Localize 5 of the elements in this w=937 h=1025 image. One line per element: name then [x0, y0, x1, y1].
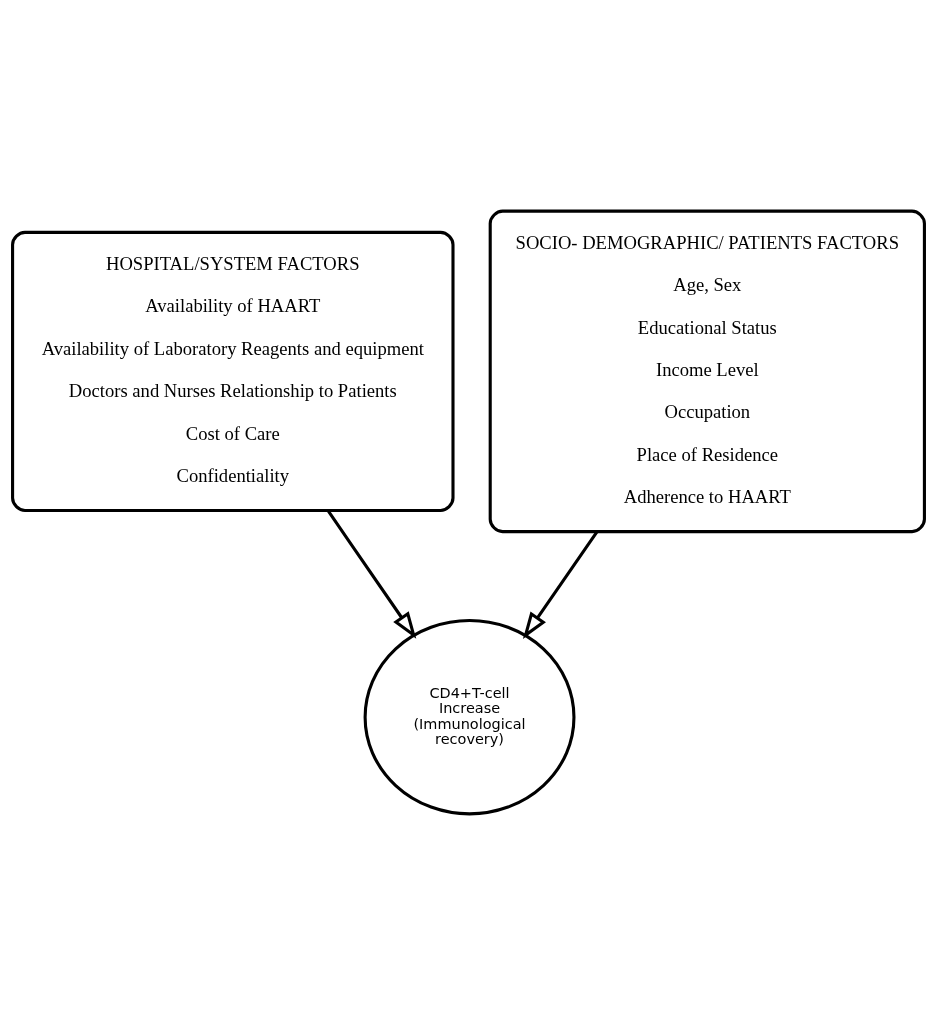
arrow — [326, 509, 417, 639]
node-box: SOCIO- DEMOGRAPHIC/ PATIENTS FACTORS Age, Sex Educational Status Income Level Occupation Place of Residence Adherence to HAART — [488, 209, 926, 534]
arrow — [522, 530, 599, 639]
node-circle: CD4+T-cell Increase (Immunological recovery) — [363, 619, 576, 816]
node-box: HOSPITAL/SYSTEM FACTORS Availability of HAART Availability of Laboratory Reagents and equipment Doctors and Nurses Relationship to Patients Cost of Care Confidentiality — [11, 230, 455, 512]
